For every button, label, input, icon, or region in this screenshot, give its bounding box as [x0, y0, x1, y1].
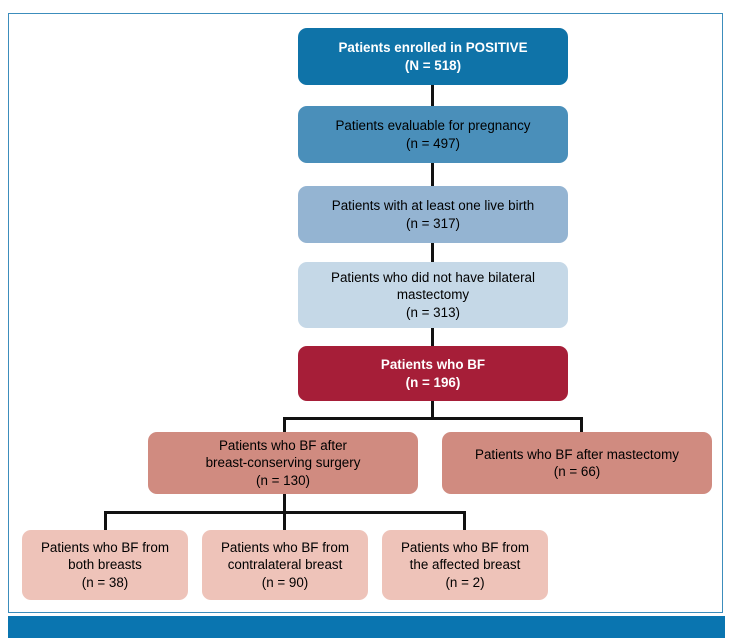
- node-bf-after-mastectomy-label: Patients who BF after mastectomy (n = 66…: [475, 446, 679, 479]
- node-bf-affected-breast-label: Patients who BF from the affected breast…: [400, 539, 529, 590]
- node-no-bilateral-mastectomy-label: Patients who did not have bilateral mast…: [331, 269, 535, 320]
- connector-bcs-to-affected: [463, 511, 466, 531]
- node-bf-contralateral-breast-label: Patients who BF from contralateral breas…: [220, 539, 349, 590]
- connector-bf-to-bcs: [283, 417, 286, 433]
- connector-bcs-to-contralateral: [283, 511, 286, 531]
- connector-nobilateral-to-bf: [431, 328, 434, 347]
- node-bf-after-bcs[interactable]: Patients who BF after breast-conserving …: [148, 432, 418, 494]
- node-bf-contralateral-breast[interactable]: Patients who BF from contralateral breas…: [202, 530, 368, 600]
- node-enrolled[interactable]: Patients enrolled in POSITIVE (N = 518): [298, 28, 568, 85]
- node-enrolled-label: Patients enrolled in POSITIVE (N = 518): [338, 40, 528, 73]
- node-evaluable[interactable]: Patients evaluable for pregnancy (n = 49…: [298, 106, 568, 163]
- connector-bf-to-mastectomy: [580, 417, 583, 433]
- connector-evaluable-to-livebirth: [431, 163, 434, 187]
- node-live-birth[interactable]: Patients with at least one live birth (n…: [298, 186, 568, 243]
- connector-enrolled-to-evaluable: [431, 84, 434, 107]
- connector-bcs-to-both-breasts: [104, 511, 107, 531]
- connector-bf-stem: [431, 400, 434, 419]
- node-bf[interactable]: Patients who BF (n = 196): [298, 346, 568, 401]
- connector-livebirth-to-nobilateral: [431, 243, 434, 263]
- node-no-bilateral-mastectomy[interactable]: Patients who did not have bilateral mast…: [298, 262, 568, 328]
- node-bf-both-breasts[interactable]: Patients who BF from both breasts (n = 3…: [22, 530, 188, 600]
- bottom-accent-bar: [8, 616, 725, 638]
- node-bf-affected-breast[interactable]: Patients who BF from the affected breast…: [382, 530, 548, 600]
- connector-bf-crossbar: [283, 417, 583, 420]
- connector-bcs-stem: [283, 494, 286, 514]
- node-bf-after-mastectomy[interactable]: Patients who BF after mastectomy (n = 66…: [442, 432, 712, 494]
- node-live-birth-label: Patients with at least one live birth (n…: [331, 198, 535, 231]
- node-bf-label: Patients who BF (n = 196): [380, 357, 486, 390]
- node-bf-both-breasts-label: Patients who BF from both breasts (n = 3…: [40, 539, 169, 590]
- node-bf-after-bcs-label: Patients who BF after breast-conserving …: [205, 437, 361, 488]
- node-evaluable-label: Patients evaluable for pregnancy (n = 49…: [335, 118, 531, 151]
